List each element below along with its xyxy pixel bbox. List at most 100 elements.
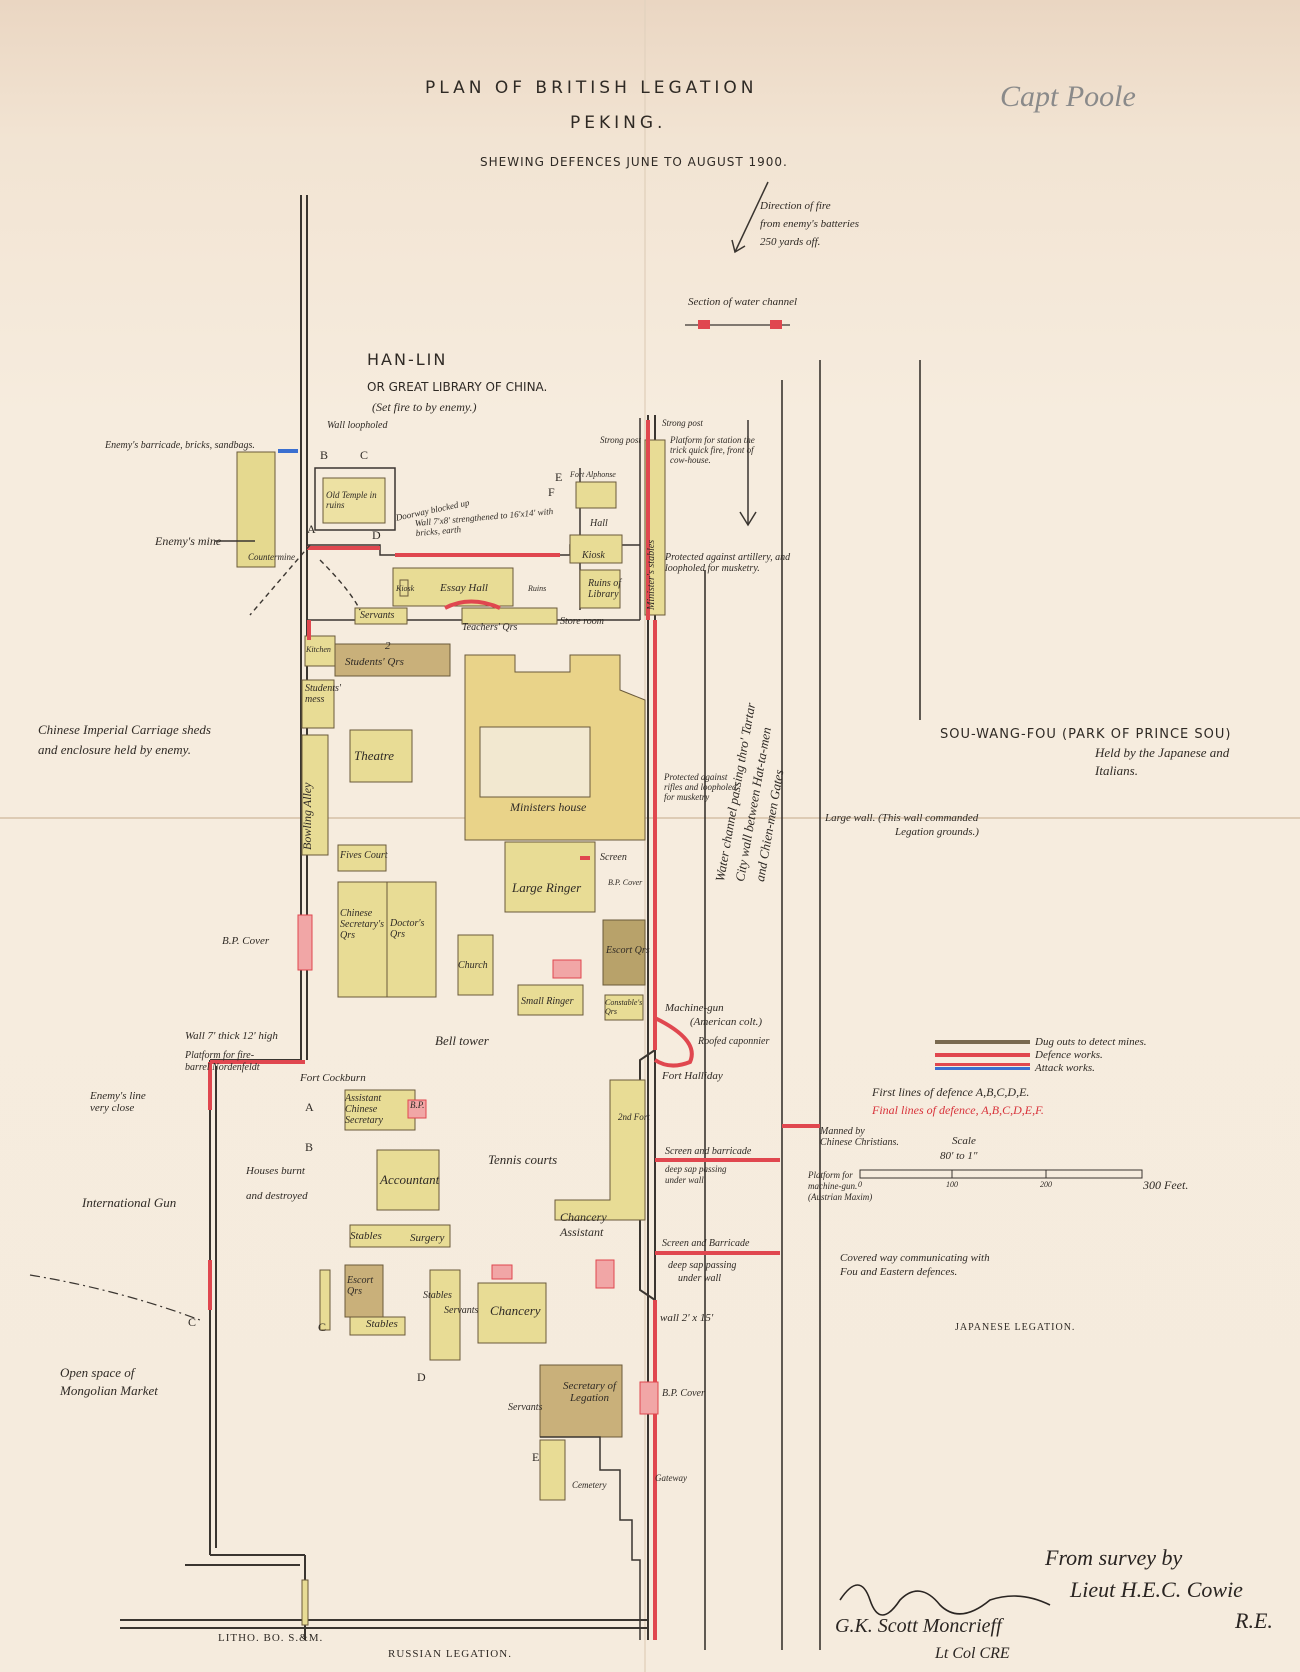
fort-cockburn-label: Fort Cockburn <box>300 1072 366 1084</box>
machine-gun-label-1: Machine-gun <box>665 1002 724 1014</box>
survey-line-2: Lieut H.E.C. Cowie <box>1070 1577 1243 1602</box>
bp-label: B.P. <box>410 1100 425 1110</box>
enemy-line-label-2: very close <box>90 1102 135 1114</box>
building-fills <box>236 439 666 1626</box>
wall-label: Wall 7' thick 12' high <box>185 1030 278 1042</box>
students-qrs-label: Students' Qrs <box>345 656 404 668</box>
fire-note-1: Direction of fire <box>760 200 831 212</box>
letter-f: F <box>548 485 555 499</box>
letter-b2: B <box>305 1140 314 1154</box>
scale-end: 300 Feet. <box>1143 1178 1189 1192</box>
bell-tower-label: Bell tower <box>435 1033 489 1048</box>
stables3-label: Stables <box>423 1290 452 1301</box>
deep-sap2-label-2: under wall <box>678 1273 722 1284</box>
stables2-label: Stables <box>366 1318 398 1330</box>
moat-lines <box>704 360 921 1650</box>
secretary-label: Secretary of Legation <box>562 1380 617 1404</box>
fire-note-3: 250 yards off. <box>760 236 821 248</box>
pencil-note: Capt Poole <box>1000 80 1136 113</box>
num-2-label: 2 <box>385 640 391 652</box>
letter-d: D <box>372 528 381 542</box>
protected2-label: Protected against rifles and loopholed f… <box>664 772 737 802</box>
accountant-label: Accountant <box>380 1172 440 1187</box>
strong-post-label: Strong post <box>662 418 703 428</box>
letter-a: A <box>307 522 316 536</box>
platform-label-1: Platform for fire- <box>185 1050 255 1061</box>
servants3-label: Servants <box>508 1402 543 1413</box>
survey-line-1: From survey by <box>1045 1545 1183 1570</box>
legend-first: First lines of defence A,B,C,D,E. <box>872 1085 1030 1099</box>
deep-sap-label-1: deep sap passing <box>665 1164 727 1174</box>
kiosk-w-label: Kiosk <box>396 584 415 593</box>
letter-c3: C <box>188 1315 197 1329</box>
fives-label: Fives Court <box>340 850 388 861</box>
houses-label-2: and destroyed <box>246 1190 308 1202</box>
wall-2-label: wall 2' x 15' <box>660 1312 714 1324</box>
enemy-line-label-1: Enemy's line <box>90 1090 146 1102</box>
signature-mark <box>839 1584 1051 1616</box>
held-label-1: Held by the Japanese and <box>1095 745 1230 760</box>
russian-label: RUSSIAN LEGATION. <box>388 1648 512 1660</box>
large-wall-label-2: Legation grounds.) <box>895 826 979 838</box>
protected-label: Protected against artillery, and loophol… <box>665 552 791 574</box>
manned-label-1: Manned by <box>820 1126 865 1137</box>
bp-cover2-label: B.P. Cover <box>662 1388 705 1399</box>
letter-e: E <box>555 470 563 484</box>
deep-sap2-label-1: deep sap passing <box>668 1260 737 1271</box>
sou-wang-label: SOU-WANG-FOU (PARK OF PRINCE SOU) <box>940 727 1232 742</box>
letter-c: C <box>360 448 369 462</box>
map-subtitle: SHEWING DEFENCES JUNE TO AUGUST 1900. <box>480 155 788 169</box>
scale-bar <box>859 1169 1143 1179</box>
screen-label: Screen <box>600 852 627 863</box>
fort-ne-label: Fort Alphonse <box>570 470 616 479</box>
carriage-label-1: Chinese Imperial Carriage sheds <box>38 722 211 737</box>
covered-label-2: Fou and Eastern defences. <box>840 1266 958 1278</box>
escort2-label: Escort Qrs <box>606 945 650 956</box>
temple-label: Old Temple in ruins <box>326 490 377 510</box>
platform-mg-label-3: (Austrian Maxim) <box>808 1192 873 1202</box>
deep-sap-label-2: under wall <box>665 1175 704 1185</box>
scale-tick-200: 200 <box>1040 1180 1052 1189</box>
stables1-label: Stables <box>350 1230 382 1242</box>
barricade-label: Enemy's barricade, bricks, sandbags. <box>105 440 255 451</box>
fort-num-label: 2nd Fort <box>618 1112 650 1122</box>
teachers-label: Teachers' Qrs <box>462 622 518 633</box>
scale-tick-0: 0 <box>858 1180 862 1189</box>
servants-label: Servants <box>360 610 395 621</box>
carriage-label-2: and enclosure held by enemy. <box>38 742 191 757</box>
chancery-label: Chancery <box>490 1303 541 1318</box>
bp-cover-ne-label: B.P. Cover <box>608 878 643 887</box>
tennis-label: Tennis courts <box>488 1152 558 1167</box>
legend-swatches <box>935 1040 1030 1070</box>
bowling-label: Bowling Alley <box>300 782 314 850</box>
students-mess-label: Students' mess <box>305 683 342 705</box>
south-boundary <box>540 1436 641 1640</box>
large-ringer-label: Large Ringer <box>512 880 582 895</box>
scale-tick-100: 100 <box>946 1180 958 1189</box>
platform-ne-label: Platform for station the trick quick fir… <box>670 435 755 465</box>
gateway-label: Gateway <box>655 1473 687 1483</box>
roofed-label: Roofed caponnier <box>698 1036 770 1047</box>
mongolian-label-1: Open space of <box>60 1365 135 1380</box>
hanlin-sub: OR GREAT LIBRARY OF CHINA. <box>367 380 548 394</box>
theatre-label: Theatre <box>354 748 394 763</box>
houses-label-1: Houses burnt <box>246 1165 305 1177</box>
ruins-library-label: Ruins of Library <box>588 578 622 600</box>
mongolian-label-2: Mongolian Market <box>60 1383 158 1398</box>
strong-post-label-2: Strong post <box>600 435 641 445</box>
kitchen-label: Kitchen <box>306 645 331 654</box>
hall-label: Hall <box>590 518 608 529</box>
water-channel-section <box>685 320 790 329</box>
small-ringer-label: Small Ringer <box>521 996 574 1007</box>
loopholed-label: Wall loopholed <box>327 420 388 431</box>
survey-line-3: R.E. <box>1235 1608 1273 1633</box>
mine-tunnels <box>249 544 361 616</box>
manned-label-2: Chinese Christians. <box>820 1137 899 1148</box>
direction-arrows <box>215 181 769 542</box>
letter-a2: A <box>305 1100 314 1114</box>
legend-defence: Defence works. <box>1035 1049 1103 1061</box>
platform-mg-label-2: machine-gun. <box>808 1181 858 1191</box>
legend-attack: Attack works. <box>1035 1062 1095 1074</box>
